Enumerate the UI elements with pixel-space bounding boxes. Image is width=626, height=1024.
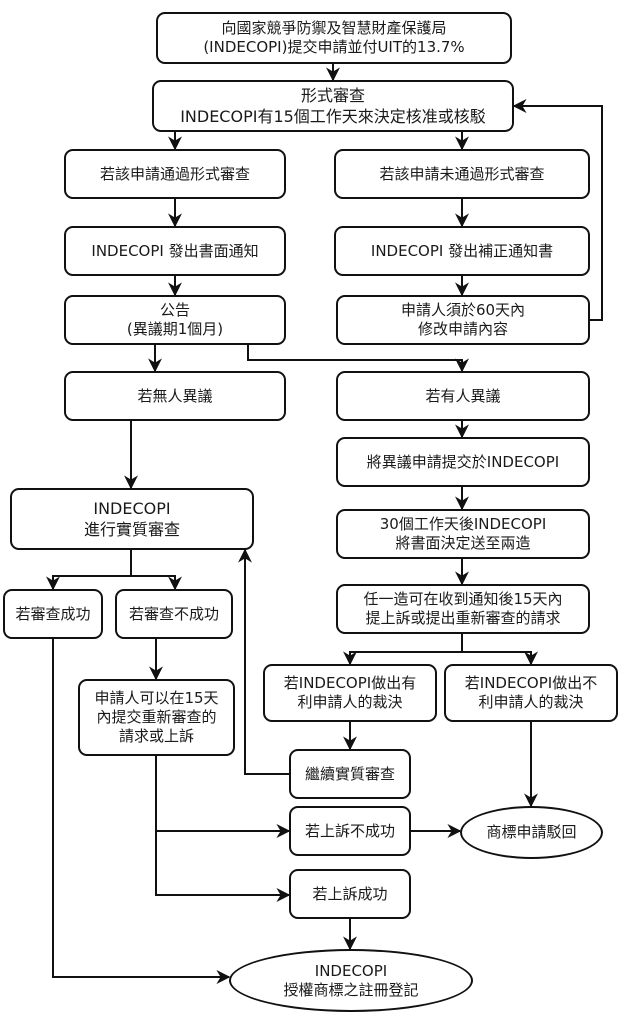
node-rejected: 商標申請駁回 (460, 806, 603, 859)
node-amend-60days: 申請人須於60天內 修改申請內容 (336, 295, 590, 345)
connector-amend-60days-to-formal-review (512, 99, 603, 321)
node-appeal-15days: 任一造可在收到通知後15天內 提上訴或提出重新審查的請求 (336, 584, 590, 634)
node-publication: 公告 (異議期1個月) (64, 295, 286, 345)
connector-substantive-exam-to-exam-fail (131, 575, 182, 591)
node-reconsider: 申請人可以在15天 內提交重新審查的 請求或上訴 (78, 679, 235, 756)
node-fail-formal: 若該申請未通過形式審查 (334, 149, 590, 199)
node-granted: INDECOPI 授權商標之註冊登記 (229, 949, 473, 1012)
node-exam-fail: 若審查不成功 (115, 589, 233, 639)
node-appeal-success: 若上訴成功 (289, 869, 411, 919)
node-written-notice: INDECOPI 發出書面通知 (64, 226, 286, 276)
node-favorable: 若INDECOPI做出有 利申請人的裁決 (263, 664, 437, 722)
node-no-opposition: 若無人異議 (64, 371, 286, 421)
node-substantive-exam: INDECOPI 進行實質審查 (10, 488, 254, 550)
connector-reconsider-to-appeal-fail (155, 756, 291, 838)
node-correction-notice: INDECOPI 發出補正通知書 (334, 226, 590, 276)
node-unfavorable: 若INDECOPI做出不 利申請人的裁決 (444, 664, 618, 722)
connector-substantive-exam-to-exam-success (46, 550, 132, 591)
connector-publication-to-opposition (247, 345, 469, 373)
connector-continue-exam-to-substantive-exam (238, 548, 289, 775)
node-file-opposition: 將異議申請提交於INDECOPI (336, 437, 590, 487)
connector-exam-success-to-granted (52, 639, 231, 984)
node-decision-30days: 30個工作天後INDECOPI 將書面決定送至兩造 (336, 509, 590, 559)
node-exam-success: 若審查成功 (3, 589, 103, 639)
node-pass-formal: 若該申請通過形式審查 (64, 149, 286, 199)
node-opposition: 若有人異議 (336, 371, 590, 421)
connector-reconsider-to-appeal-success (155, 831, 291, 902)
node-submit: 向國家競爭防禦及智慧財產保護局 (INDECOPI)提交申請並付UIT的13.7… (156, 12, 512, 64)
node-formal-review: 形式審查 INDECOPI有15個工作天來決定核准或核駁 (152, 80, 514, 132)
connector-appeal-15days-to-unfavorable (462, 651, 538, 666)
node-appeal-fail: 若上訴不成功 (289, 806, 411, 856)
node-continue-exam: 繼續實質審查 (289, 749, 411, 799)
connector-appeal-15days-to-favorable (343, 634, 463, 666)
